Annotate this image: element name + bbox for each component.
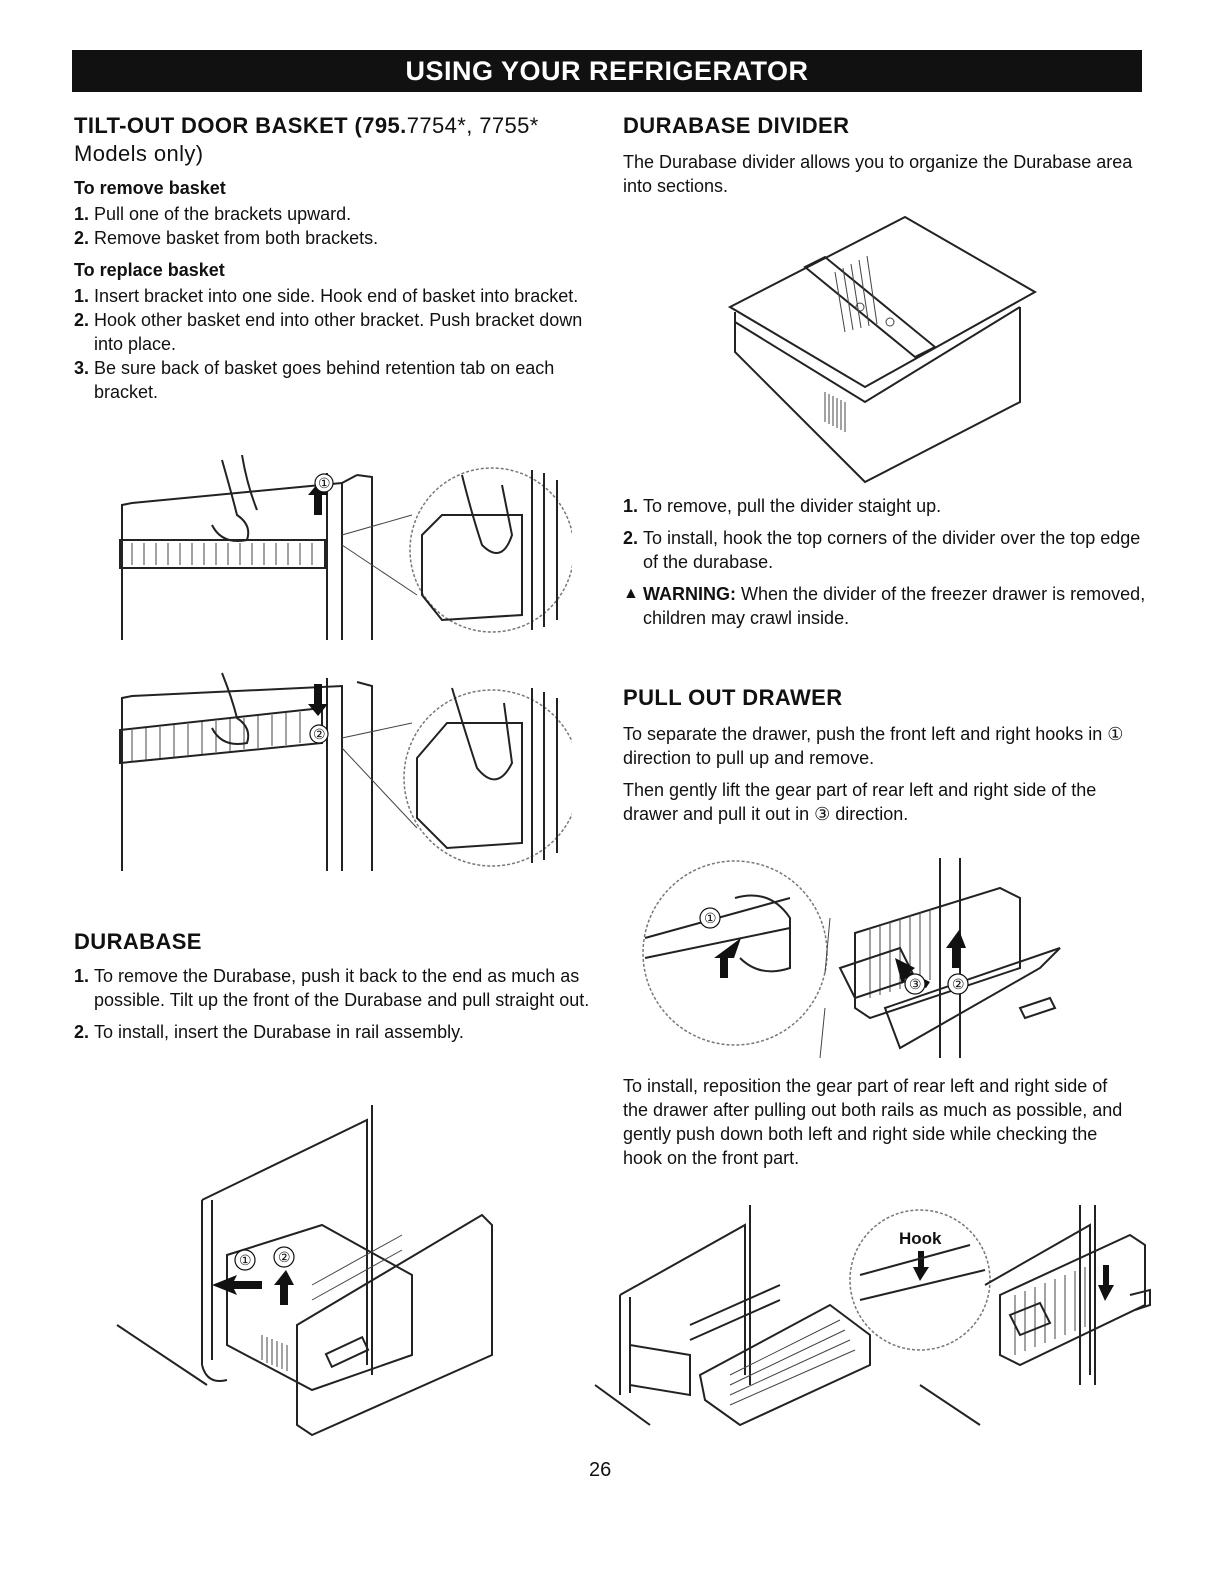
warning-triangle-icon: ▲ [623,585,639,602]
page-number: 26 [589,1459,612,1481]
divider-steps-block: 1.To remove, pull the divider staight up… [623,494,1148,630]
replace-steps: 1.Insert bracket into one side. Hook end… [74,284,594,404]
svg-text:②: ② [952,976,965,992]
section-banner: USING YOUR REFRIGERATOR [72,50,1142,92]
svg-text:②: ② [278,1249,291,1265]
svg-text:①: ① [239,1252,252,1268]
pull-out-drawer-illustration: ① ③ ② [642,858,1061,1058]
tilt-out-section: TILT-OUT DOOR BASKET (795.7754*, 7755* M… [74,112,594,404]
list-item: 3.Be sure back of basket goes behind ret… [74,358,555,402]
drawer-install-illustration: Hook [594,1205,1151,1427]
list-item: 1.Pull one of the brackets upward. [74,204,352,224]
pull-out-heading: PULL OUT DRAWER [623,685,843,710]
divider-section: DURABASE DIVIDER The Durabase divider al… [623,112,1148,206]
svg-text:①: ① [704,910,717,926]
divider-steps: 1.To remove, pull the divider staight up… [623,494,1148,574]
durabase-steps: 1.To remove the Durabase, push it back t… [74,964,594,1044]
divider-figure [725,212,1045,487]
pull-out-section: PULL OUT DRAWER To separate the drawer, … [623,684,1148,834]
pull-out-install-block: To install, reposition the gear part of … [623,1074,1123,1178]
replace-basket-title: To replace basket [74,260,225,280]
list-item: 2.Remove basket from both brackets. [74,228,379,248]
warning-note: ▲ WARNING: When the divider of the freez… [623,584,1146,628]
door-basket-remove-illustration: ① [119,455,572,640]
divider-intro: The Durabase divider allows you to organ… [623,152,1133,196]
pull-out-figure: ① ③ ② [640,858,1080,1058]
list-item: 2.To install, hook the top corners of th… [623,528,1141,572]
list-item: 1.To remove, pull the divider staight up… [623,496,942,516]
svg-text:③: ③ [909,976,922,992]
remove-basket-title: To remove basket [74,178,226,198]
tilt-out-figure-remove: ① [112,455,572,645]
list-item: 2.Hook other basket end into other brack… [74,310,583,354]
install-figure: Hook [590,1205,1155,1435]
pull-out-para-2: Then gently lift the gear part of rear l… [623,780,1097,824]
list-item: 2.To install, insert the Durabase in rai… [74,1022,464,1042]
tilt-out-figure-replace: ② [112,668,572,873]
remove-steps: 1.Pull one of the brackets upward. 2.Rem… [74,202,594,250]
list-item: 1.Insert bracket into one side. Hook end… [74,286,579,306]
svg-text:①: ① [318,475,331,491]
durabase-heading: DURABASE [74,929,202,954]
durabase-drawer-illustration: ① ② [116,1105,493,1437]
durabase-section: DURABASE 1.To remove the Durabase, push … [74,928,594,1052]
divider-heading: DURABASE DIVIDER [623,113,850,138]
durabase-figure: ① ② [112,1105,502,1440]
door-basket-replace-illustration: ② [119,672,572,871]
pull-out-para-1: To separate the drawer, push the front l… [623,724,1124,768]
durabase-divider-illustration [727,215,1038,484]
svg-text:②: ② [313,726,326,742]
svg-text:Hook: Hook [899,1229,942,1248]
tilt-out-heading: TILT-OUT DOOR BASKET (795.7754*, 7755* M… [74,113,539,166]
list-item: 1.To remove the Durabase, push it back t… [74,966,590,1010]
pull-out-para-3: To install, reposition the gear part of … [623,1076,1123,1168]
